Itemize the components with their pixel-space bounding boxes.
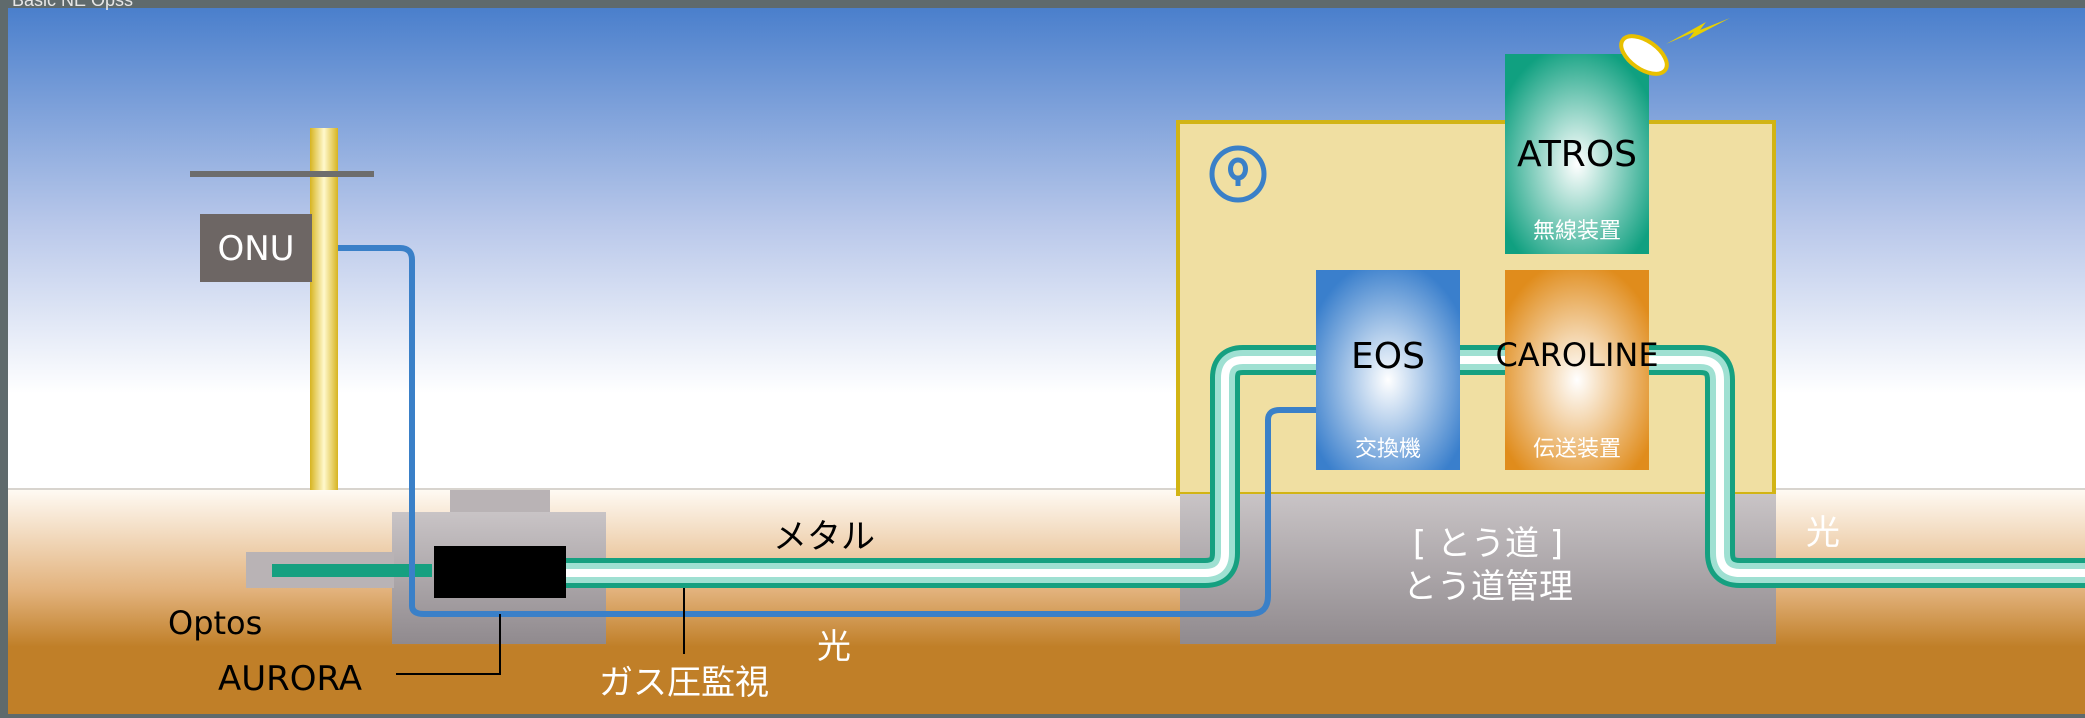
atros-name: ATROS bbox=[1517, 134, 1637, 175]
eos-sub: 交換機 bbox=[1355, 437, 1421, 462]
aurora-label: AURORA bbox=[218, 659, 362, 699]
pole-crossbar bbox=[190, 171, 374, 177]
caroline-sub: 伝送装置 bbox=[1533, 437, 1621, 462]
atros-sub: 無線装置 bbox=[1533, 219, 1621, 244]
window-title: Basic NE Opss bbox=[12, 0, 134, 10]
aurora-unit[interactable] bbox=[434, 546, 566, 598]
atros-radio[interactable]: ATROS 無線装置 bbox=[1505, 54, 1649, 254]
tunnel-manage-label: とう道管理 bbox=[1403, 567, 1573, 607]
caroline-name: CAROLINE bbox=[1495, 336, 1658, 374]
caroline-transmission[interactable]: CAROLINE 伝送装置 bbox=[1495, 270, 1659, 470]
optical-fiber-line bbox=[338, 245, 1320, 617]
gas-monitor-label: ガス圧監視 bbox=[599, 663, 769, 703]
ntt-logo-icon bbox=[1209, 145, 1267, 203]
onu-label: ONU bbox=[217, 229, 294, 269]
eos-name: EOS bbox=[1351, 336, 1425, 377]
vault-top bbox=[450, 490, 550, 512]
onu-box[interactable]: ONU bbox=[200, 214, 312, 282]
lightning-icon bbox=[1666, 18, 1730, 44]
optos-label: Optos bbox=[168, 604, 262, 642]
tunnel-area bbox=[1180, 494, 1776, 644]
aurora-leader-line bbox=[396, 614, 501, 675]
tunnel-bracket-label: [ とう道 ] bbox=[1413, 524, 1563, 564]
utility-pole bbox=[310, 128, 338, 490]
metal-label: メタル bbox=[773, 517, 875, 557]
fiber-label-lower: 光 bbox=[817, 627, 851, 667]
fiber-label-right: 光 bbox=[1806, 513, 1840, 553]
central-office-building bbox=[1176, 120, 1776, 496]
eos-switch[interactable]: EOS 交換機 bbox=[1316, 270, 1460, 470]
metal-cable-stub bbox=[272, 564, 432, 577]
satellite-dish-icon bbox=[1619, 34, 1669, 76]
